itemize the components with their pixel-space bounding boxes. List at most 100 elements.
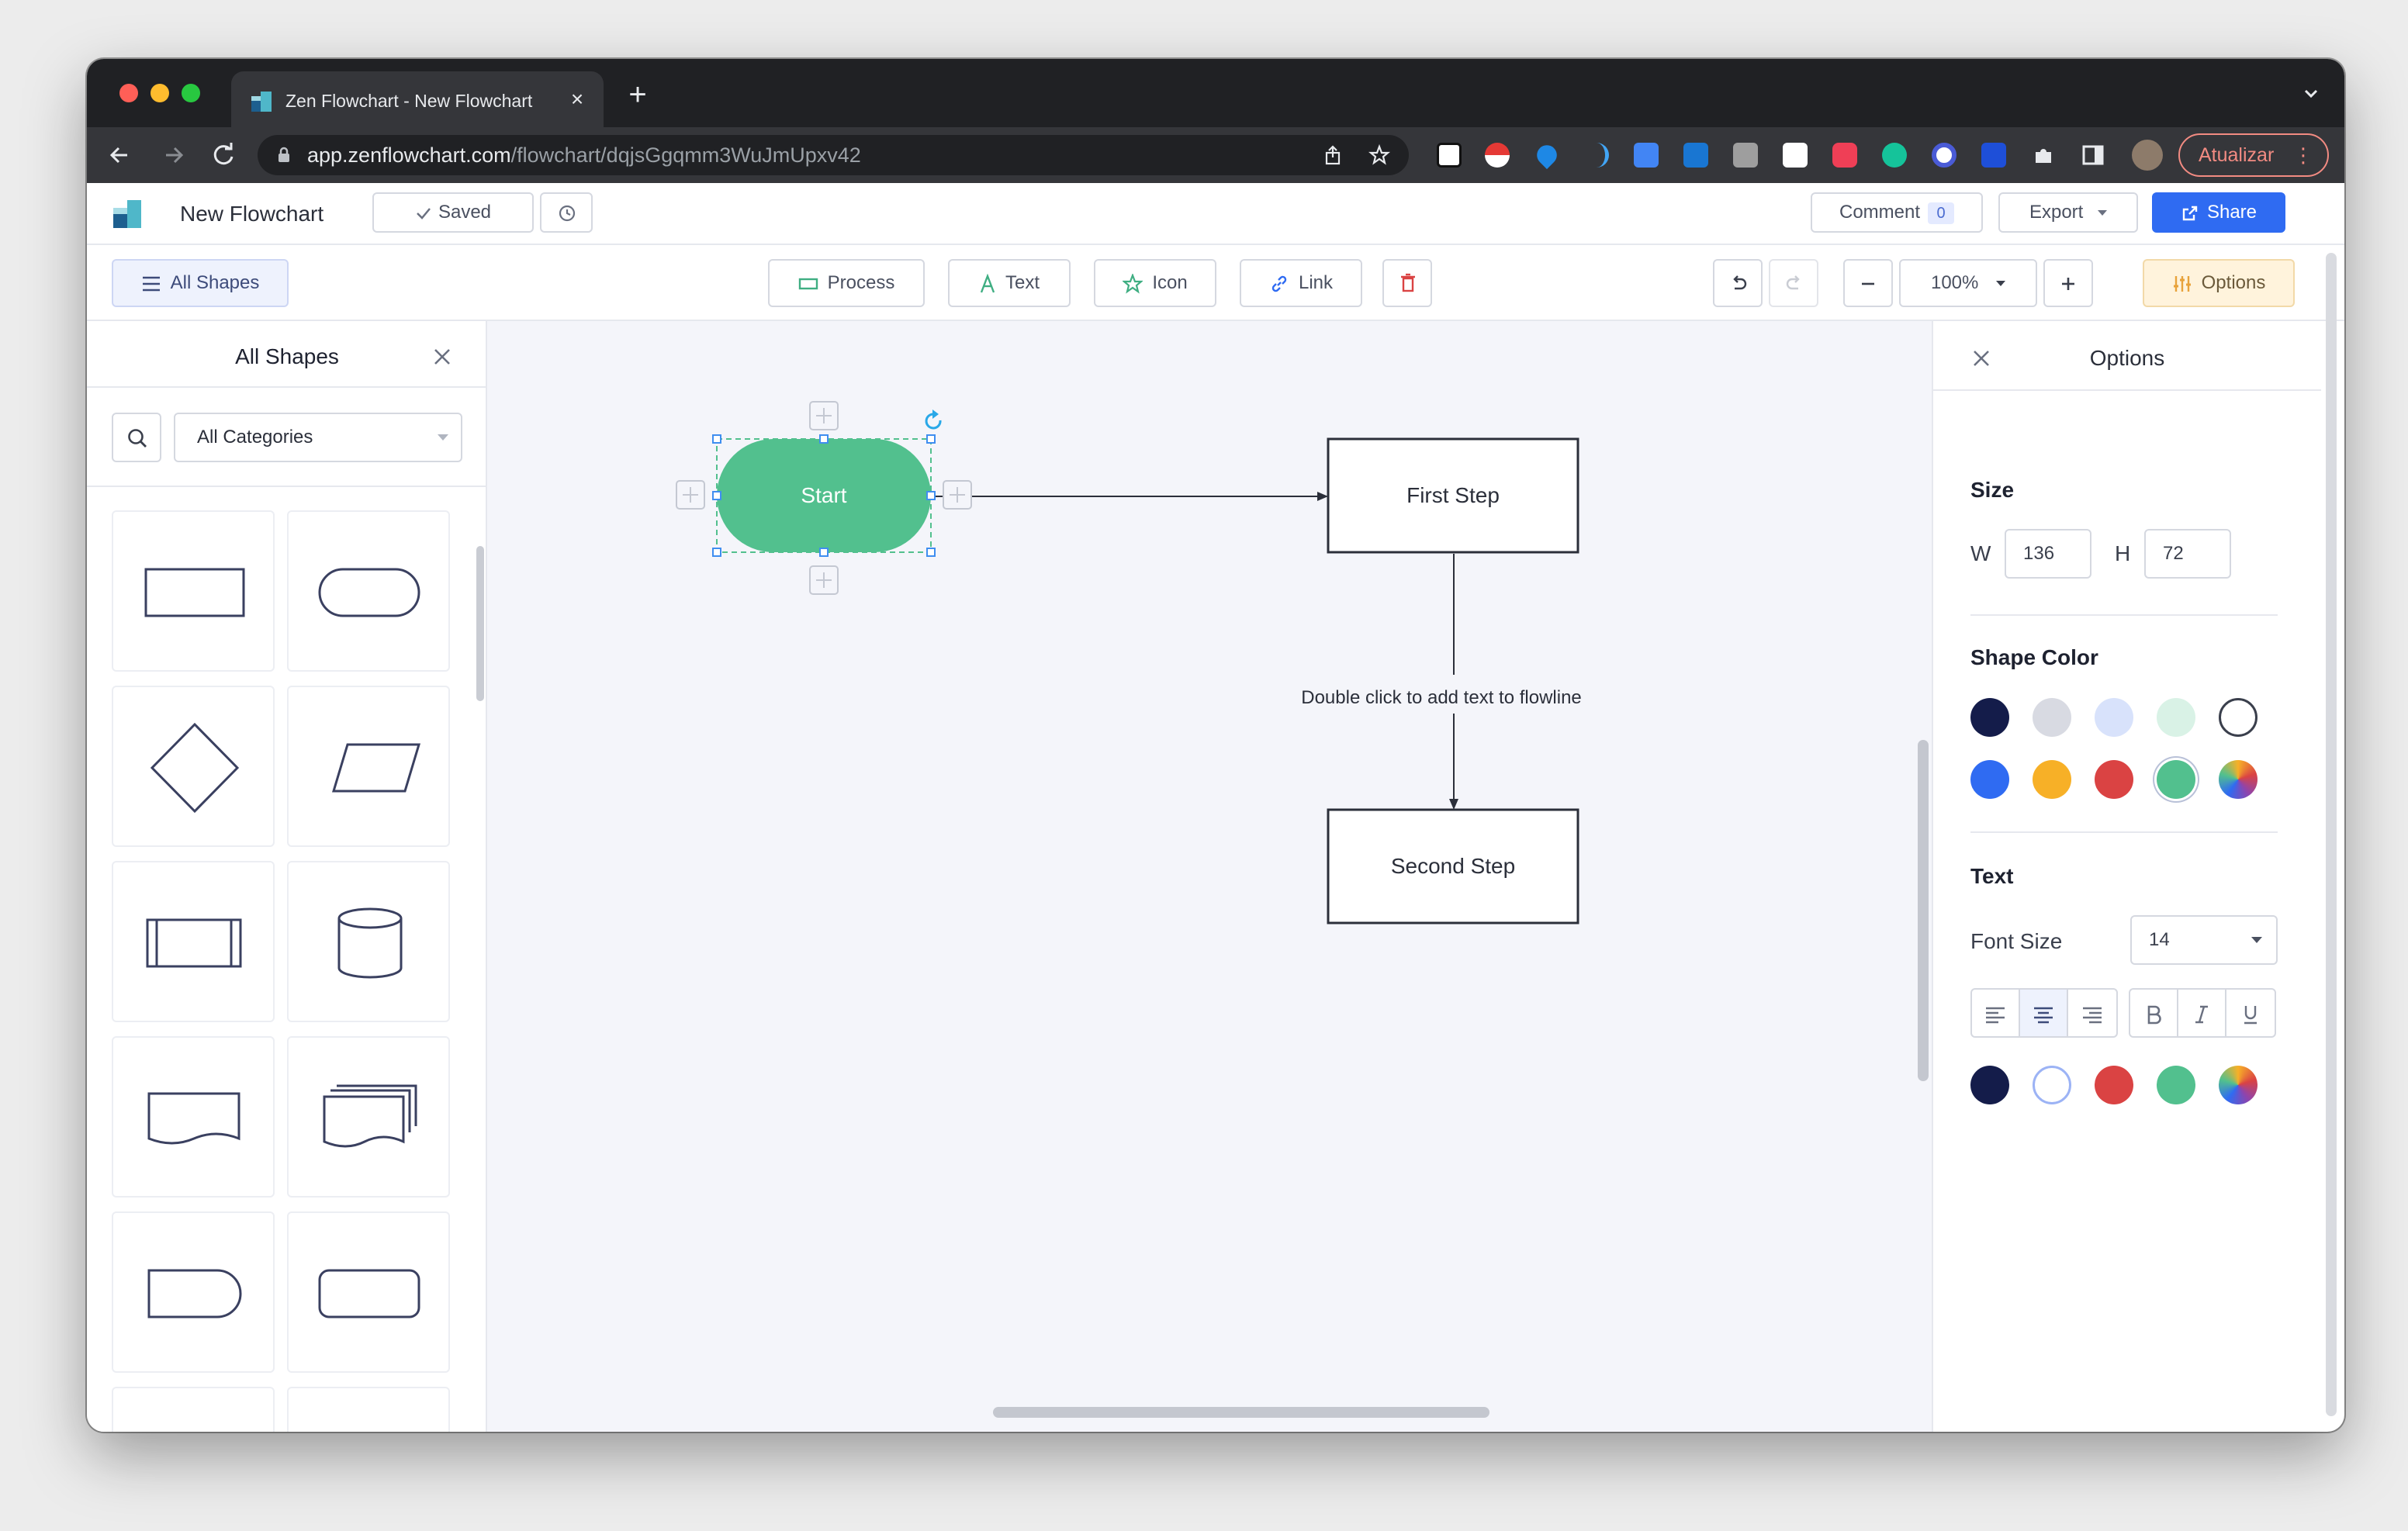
shape-color-swatch[interactable]	[1970, 760, 2009, 799]
forward-arrow-icon[interactable]	[158, 140, 189, 171]
second-step-label[interactable]: Second Step	[1390, 854, 1516, 878]
shapes-scrollbar[interactable]	[476, 546, 484, 701]
underline-button[interactable]	[2226, 990, 2275, 1036]
extension-grammarly-icon[interactable]	[1882, 143, 1907, 168]
extension-pocket-icon[interactable]	[1832, 143, 1857, 168]
second-step-process-shape[interactable]	[1327, 808, 1579, 924]
category-select[interactable]: All Categories	[174, 413, 462, 462]
first-step-process-shape[interactable]	[1327, 437, 1579, 554]
shape-color-swatch[interactable]	[1970, 698, 2009, 737]
add-link-button[interactable]: Link	[1240, 259, 1362, 307]
extension-pokeball-icon[interactable]	[1485, 143, 1510, 168]
shape-color-swatch[interactable]	[2219, 698, 2258, 737]
extension-flag-icon[interactable]	[1981, 143, 2006, 168]
close-shapes-panel-icon[interactable]	[427, 341, 458, 372]
close-window-button[interactable]	[119, 84, 138, 102]
window-scrollbar[interactable]	[2326, 253, 2337, 1416]
extension-note-icon[interactable]	[1783, 143, 1808, 168]
shape-color-swatch[interactable]	[2157, 760, 2195, 799]
history-button[interactable]	[540, 192, 593, 233]
flowline-text-hint[interactable]: Double click to add text to flowline	[1301, 687, 1582, 708]
shape-color-swatch[interactable]	[2095, 698, 2133, 737]
text-color-swatch[interactable]	[2219, 1066, 2258, 1104]
shape-predefined-process-tile[interactable]	[112, 861, 275, 1022]
first-step-label[interactable]: First Step	[1406, 483, 1500, 507]
update-browser-button[interactable]: Atualizar ⋮	[2178, 133, 2329, 177]
start-terminator-shape[interactable]	[717, 439, 931, 552]
canvas-horizontal-scrollbar[interactable]	[993, 1407, 1489, 1418]
add-text-button[interactable]: Text	[948, 259, 1071, 307]
tab-search-chevron-icon[interactable]	[2299, 82, 2323, 105]
document-title[interactable]: New Flowchart	[180, 202, 324, 226]
extension-clock-icon[interactable]	[1932, 143, 1956, 168]
extension-translate-icon[interactable]	[1634, 143, 1659, 168]
shape-rounded-rectangle-tile[interactable]	[287, 1211, 450, 1373]
shape-database-tile[interactable]	[287, 861, 450, 1022]
all-shapes-button[interactable]: All Shapes	[112, 259, 289, 307]
reload-icon[interactable]	[208, 140, 239, 171]
extension-m-icon[interactable]	[1733, 143, 1758, 168]
extension-r-icon[interactable]	[1437, 143, 1462, 168]
extension-gem-icon[interactable]	[1532, 140, 1562, 170]
canvas-vertical-scrollbar[interactable]	[1918, 740, 1929, 1081]
start-label[interactable]: Start	[801, 483, 847, 507]
bookmark-star-icon[interactable]	[1368, 144, 1390, 166]
lock-icon[interactable]	[275, 146, 293, 164]
shape-tile[interactable]	[287, 1387, 450, 1432]
shape-color-swatch[interactable]	[2219, 760, 2258, 799]
new-tab-icon[interactable]: +	[628, 78, 647, 112]
shape-decision-tile[interactable]	[112, 686, 275, 847]
resize-handles[interactable]	[712, 434, 936, 557]
shape-process-tile[interactable]	[112, 510, 275, 672]
add-process-button[interactable]: Process	[768, 259, 925, 307]
options-button[interactable]: Options	[2143, 259, 2295, 307]
extension-download-icon[interactable]	[1683, 143, 1708, 168]
tab-close-icon[interactable]: ×	[570, 87, 584, 111]
zenflowchart-logo-icon[interactable]	[110, 197, 144, 231]
saved-status-button[interactable]: Saved	[372, 192, 534, 233]
align-center-button[interactable]	[2020, 990, 2068, 1036]
text-color-swatch[interactable]	[2157, 1066, 2195, 1104]
height-input[interactable]: 72	[2144, 529, 2231, 579]
flowchart-canvas[interactable]: Start First Step Second Step Double clic…	[487, 321, 1932, 1432]
undo-button[interactable]	[1713, 259, 1763, 307]
delete-button[interactable]	[1382, 259, 1432, 307]
share-button[interactable]: Share	[2152, 192, 2285, 233]
profile-avatar[interactable]	[2132, 140, 2163, 171]
shape-delay-tile[interactable]	[112, 1211, 275, 1373]
align-left-button[interactable]	[1972, 990, 2020, 1036]
font-size-select[interactable]: 14	[2130, 915, 2278, 965]
address-bar[interactable]: app.zenflowchart.com/flowchart/dqjsGgqmm…	[258, 135, 1409, 175]
rotate-icon[interactable]	[925, 410, 942, 430]
close-options-panel-icon[interactable]	[1966, 343, 1997, 374]
shape-color-swatch[interactable]	[2157, 698, 2195, 737]
zoom-out-button[interactable]	[1843, 259, 1893, 307]
shape-color-swatch[interactable]	[2033, 760, 2071, 799]
side-panel-icon[interactable]	[2081, 143, 2105, 168]
shape-color-swatch[interactable]	[2033, 698, 2071, 737]
shape-multi-document-tile[interactable]	[287, 1036, 450, 1197]
zoom-window-button[interactable]	[182, 84, 200, 102]
italic-button[interactable]	[2178, 990, 2226, 1036]
browser-tab[interactable]: Zen Flowchart - New Flowchart ×	[231, 71, 604, 127]
width-input[interactable]: 136	[2005, 529, 2091, 579]
back-arrow-icon[interactable]	[104, 140, 135, 171]
shape-data-tile[interactable]	[287, 686, 450, 847]
add-icon-button[interactable]: Icon	[1094, 259, 1216, 307]
text-color-swatch[interactable]	[1970, 1066, 2009, 1104]
zoom-level-select[interactable]: 100%	[1899, 259, 2037, 307]
shape-color-swatch[interactable]	[2095, 760, 2133, 799]
shape-tile[interactable]	[112, 1387, 275, 1432]
text-color-swatch[interactable]	[2033, 1066, 2071, 1104]
text-color-swatch[interactable]	[2095, 1066, 2133, 1104]
share-page-icon[interactable]	[1322, 144, 1344, 166]
shape-terminator-tile[interactable]	[287, 510, 450, 672]
shape-search-button[interactable]	[112, 413, 161, 462]
zoom-in-button[interactable]	[2043, 259, 2093, 307]
redo-button[interactable]	[1769, 259, 1818, 307]
bold-button[interactable]	[2130, 990, 2178, 1036]
extension-wave-icon[interactable]	[1584, 143, 1609, 168]
minimize-window-button[interactable]	[150, 84, 169, 102]
extensions-puzzle-icon[interactable]	[2031, 143, 2056, 168]
